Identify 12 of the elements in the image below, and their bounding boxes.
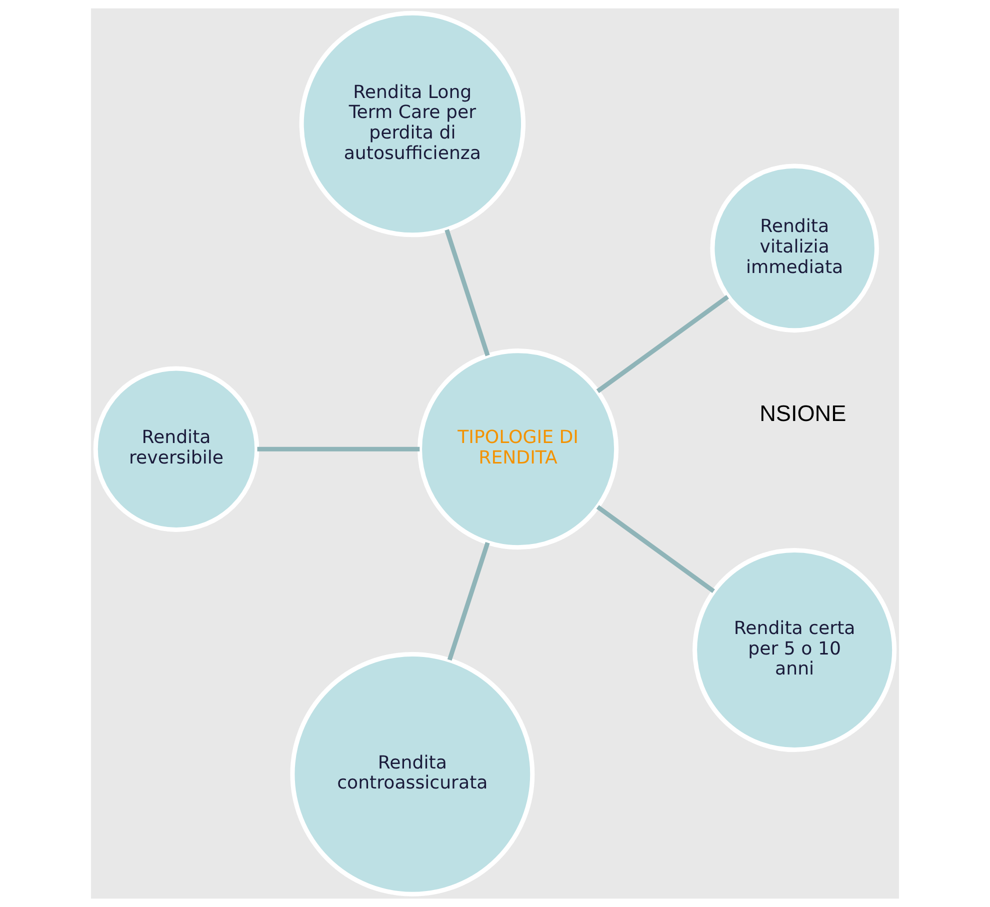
node-circle: Rendita reversibile [93, 366, 260, 532]
connector [444, 229, 490, 356]
connector [447, 542, 490, 661]
node-circle: Rendita certa per 5 o 10 anni [692, 548, 897, 752]
label: NSIONE [760, 400, 846, 426]
connector [257, 446, 420, 452]
node-circle: Rendita controassicurata [290, 652, 535, 896]
node-circle: Rendita vitalizia immediata [710, 164, 879, 333]
node-circle: Rendita Long Term Care per perdita di autosufficienza [299, 10, 526, 238]
connector [596, 294, 729, 394]
connector [596, 505, 715, 594]
node-circle: TIPOLOGIE DI RENDITA [418, 348, 619, 550]
